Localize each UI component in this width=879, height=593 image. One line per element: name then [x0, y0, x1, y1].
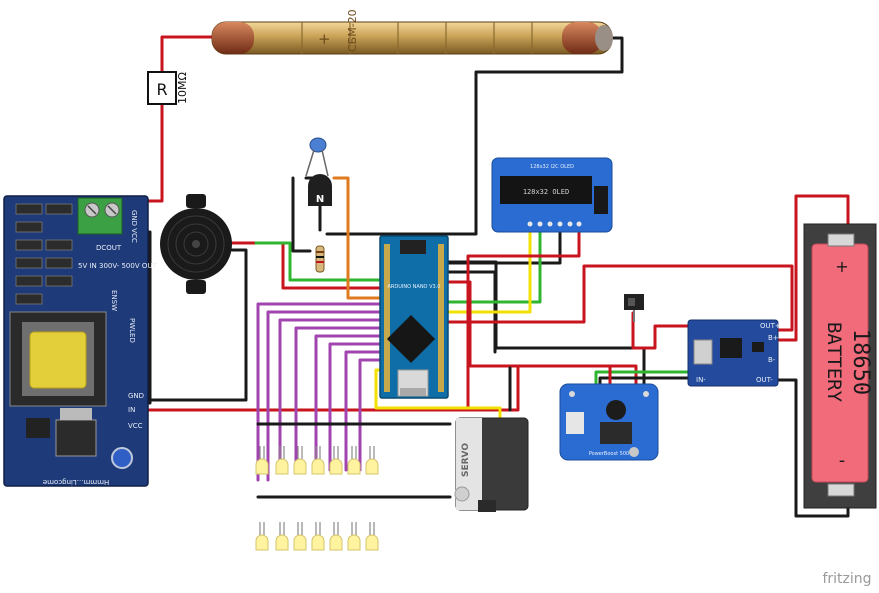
resistor-value: 10MΩ: [176, 72, 189, 104]
transistor-label: N: [316, 194, 324, 205]
hv-dcout-label: DCOUT: [96, 244, 122, 252]
charger-out-minus: OUT-: [756, 376, 773, 384]
wire-oled-sda: [438, 230, 542, 304]
battery-name: 18650: [848, 329, 873, 395]
wire-led-7: [344, 350, 390, 472]
wire-tube-to-resistor: [160, 35, 224, 74]
wire-vin-from-charger: [438, 264, 794, 332]
led-5: [329, 446, 343, 475]
charger-b-plus: B+: [768, 334, 779, 342]
wire-charger-green: [594, 370, 692, 388]
hv-specs-label: 5V IN 300V- 500V OUT: [78, 262, 157, 270]
power-switch: [624, 294, 644, 322]
powerboost-module: PowerBoost 500: [559, 383, 659, 461]
transistor-stage: N: [305, 137, 332, 273]
led-12: [329, 522, 343, 551]
piezo-buzzer: [160, 194, 232, 294]
servo-label: SERVO: [461, 443, 471, 477]
hv-module-name: Hmmm...Lingcome: [43, 478, 109, 486]
charger-b-minus: B-: [768, 356, 776, 364]
led-4: [311, 446, 325, 475]
wire-transistor-orange: [332, 176, 390, 300]
wire-buzzer-minus: [124, 248, 248, 402]
wire-transistor-left: [291, 176, 312, 253]
fritzing-watermark: fritzing: [822, 571, 871, 587]
tube-plus-symbol: +: [318, 30, 331, 48]
wire-buzzer-signal: [254, 241, 390, 282]
hv-vcc-label: VCC: [128, 422, 143, 430]
wire-battery-minus: [775, 378, 850, 518]
led-8: [255, 522, 269, 551]
led-array: [255, 446, 379, 551]
oled-screen-text: 128x32 OLED: [523, 188, 569, 196]
hv-gnd-label: GND: [128, 392, 144, 400]
led-2: [275, 446, 289, 475]
wire-oled-gnd: [446, 230, 562, 265]
wire-battery-plus: [775, 194, 850, 342]
wire-led-1: [256, 302, 390, 482]
wire-oled-vcc: [124, 230, 581, 412]
charger-in-minus: IN-: [696, 376, 706, 384]
battery-label: BATTERY: [823, 322, 845, 403]
resistor-10m: R 10MΩ: [147, 71, 189, 105]
oled-display: 128x32 I2C OLED 128x32 OLED: [491, 157, 613, 233]
battery-minus-symbol: -: [839, 450, 846, 471]
led-3: [293, 446, 307, 475]
battery-plus-symbol: +: [835, 257, 848, 276]
oled-title: 128x32 I2C OLED: [530, 164, 574, 170]
tube-label: СБМ-20: [346, 9, 359, 52]
wire-switch-to-charger: [631, 311, 690, 350]
wire-led-8: [358, 358, 390, 472]
wire-servo-power: [466, 366, 520, 412]
led-wires: [256, 302, 390, 482]
led-1: [255, 446, 269, 475]
led-11: [311, 522, 325, 551]
wire-arduino-gnd-2: [438, 270, 497, 354]
wire-led-3: [278, 318, 390, 472]
servo-motor: SERVO: [454, 417, 529, 512]
wire-led-6: [328, 342, 390, 472]
led-6: [347, 446, 361, 475]
hv-pwled-label: PWLED: [128, 318, 136, 343]
powerboost-label: PowerBoost 500: [589, 451, 629, 457]
battery-holder: + - 18650 BATTERY: [803, 223, 877, 509]
arduino-nano: ARDUINO NANO V3.0: [379, 235, 449, 399]
charger-module: OUT+ B+ B- IN- OUT-: [687, 319, 781, 387]
led-10: [293, 522, 307, 551]
arduino-label: ARDUINO NANO V3.0: [388, 284, 441, 290]
wire-resistor-to-hv: [124, 102, 164, 203]
led-13: [347, 522, 361, 551]
hv-in-label: IN: [128, 406, 135, 414]
charger-out-plus: OUT+: [760, 322, 781, 330]
hv-ensw-label: ENSW: [110, 290, 118, 311]
hv-boost-module: DCOUT GND VCC 5V IN 300V- 500V OUT ENSW …: [3, 195, 157, 487]
geiger-tube: + СБМ-20: [211, 9, 613, 55]
led-7: [365, 446, 379, 475]
hv-gnd-vcc-top-label: GND VCC: [130, 210, 138, 243]
led-9: [275, 522, 289, 551]
resistor-symbol: R: [156, 80, 167, 99]
wire-tube-cathode: [325, 36, 624, 236]
led-14: [365, 522, 379, 551]
